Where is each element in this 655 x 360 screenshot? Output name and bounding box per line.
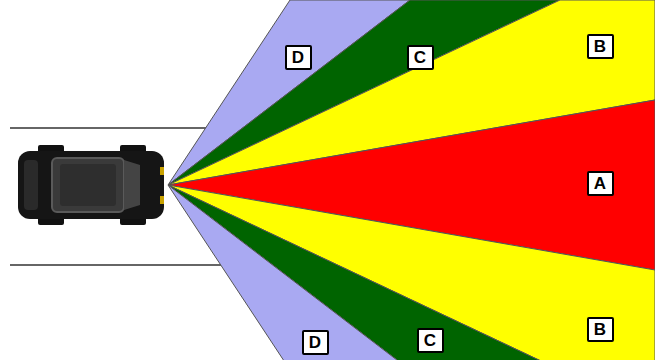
- zone-letter: C: [424, 332, 436, 349]
- zone-label-box: D: [285, 45, 312, 70]
- zone-letter: A: [594, 175, 606, 192]
- zone-b: [168, 185, 655, 360]
- zone-label-box: C: [417, 328, 444, 353]
- road-edge: [10, 264, 221, 266]
- zone-letter: B: [594, 321, 606, 338]
- zone-letter: D: [309, 334, 321, 351]
- zone-letter: C: [414, 49, 426, 66]
- zone-d: [168, 185, 410, 360]
- zone-label-box: B: [587, 34, 614, 59]
- zone-letter: D: [292, 49, 304, 66]
- road-edge: [10, 127, 207, 129]
- zone-c: [168, 185, 560, 360]
- zone-label-box: A: [587, 171, 614, 196]
- zone-label-box: D: [302, 330, 329, 355]
- zone-label-box: B: [587, 317, 614, 342]
- car-icon: [18, 145, 164, 225]
- zone-letter: B: [594, 38, 606, 55]
- zone-label-box: C: [407, 45, 434, 70]
